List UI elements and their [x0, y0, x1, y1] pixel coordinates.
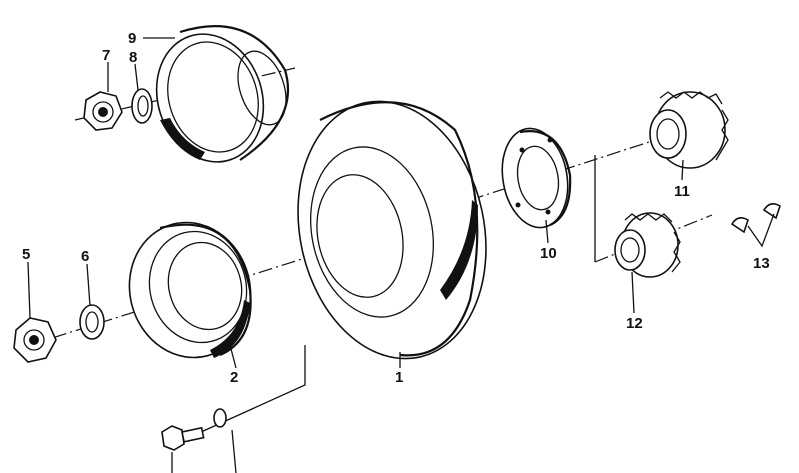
nut-lower-part — [13, 317, 57, 363]
callout-13: 13 — [753, 255, 770, 272]
bolt-washer-part — [213, 408, 227, 428]
nut-upper-part — [83, 91, 123, 131]
callout-8: 8 — [129, 49, 137, 66]
washer-upper-part — [131, 88, 153, 124]
sprocket-upper-part — [649, 91, 729, 169]
callout-2: 2 — [230, 369, 238, 386]
axis-upper-right — [469, 131, 681, 201]
callout-5: 5 — [22, 246, 30, 263]
callout-10: 10 — [540, 245, 557, 262]
callout-1: 1 — [395, 369, 403, 386]
washer-lower-part — [79, 304, 105, 340]
callout-12: 12 — [626, 315, 643, 332]
callout-labels: 9 7 8 5 6 2 1 10 11 12 13 — [22, 30, 770, 386]
dust-cover-part — [155, 25, 290, 163]
callout-7: 7 — [102, 47, 110, 64]
axis-lower-right — [594, 214, 713, 263]
bolt-part — [161, 408, 227, 451]
brake-disc-part — [297, 100, 487, 360]
callout-9: 9 — [128, 30, 136, 47]
pulley-part — [128, 221, 252, 359]
woodruff-keys-part — [730, 202, 781, 234]
callout-11: 11 — [674, 183, 690, 200]
sprocket-lower-part — [614, 212, 681, 278]
hub-flange-part — [501, 127, 572, 229]
leader-lines — [27, 37, 775, 473]
bolt-axis — [189, 345, 306, 438]
callout-6: 6 — [81, 248, 89, 265]
